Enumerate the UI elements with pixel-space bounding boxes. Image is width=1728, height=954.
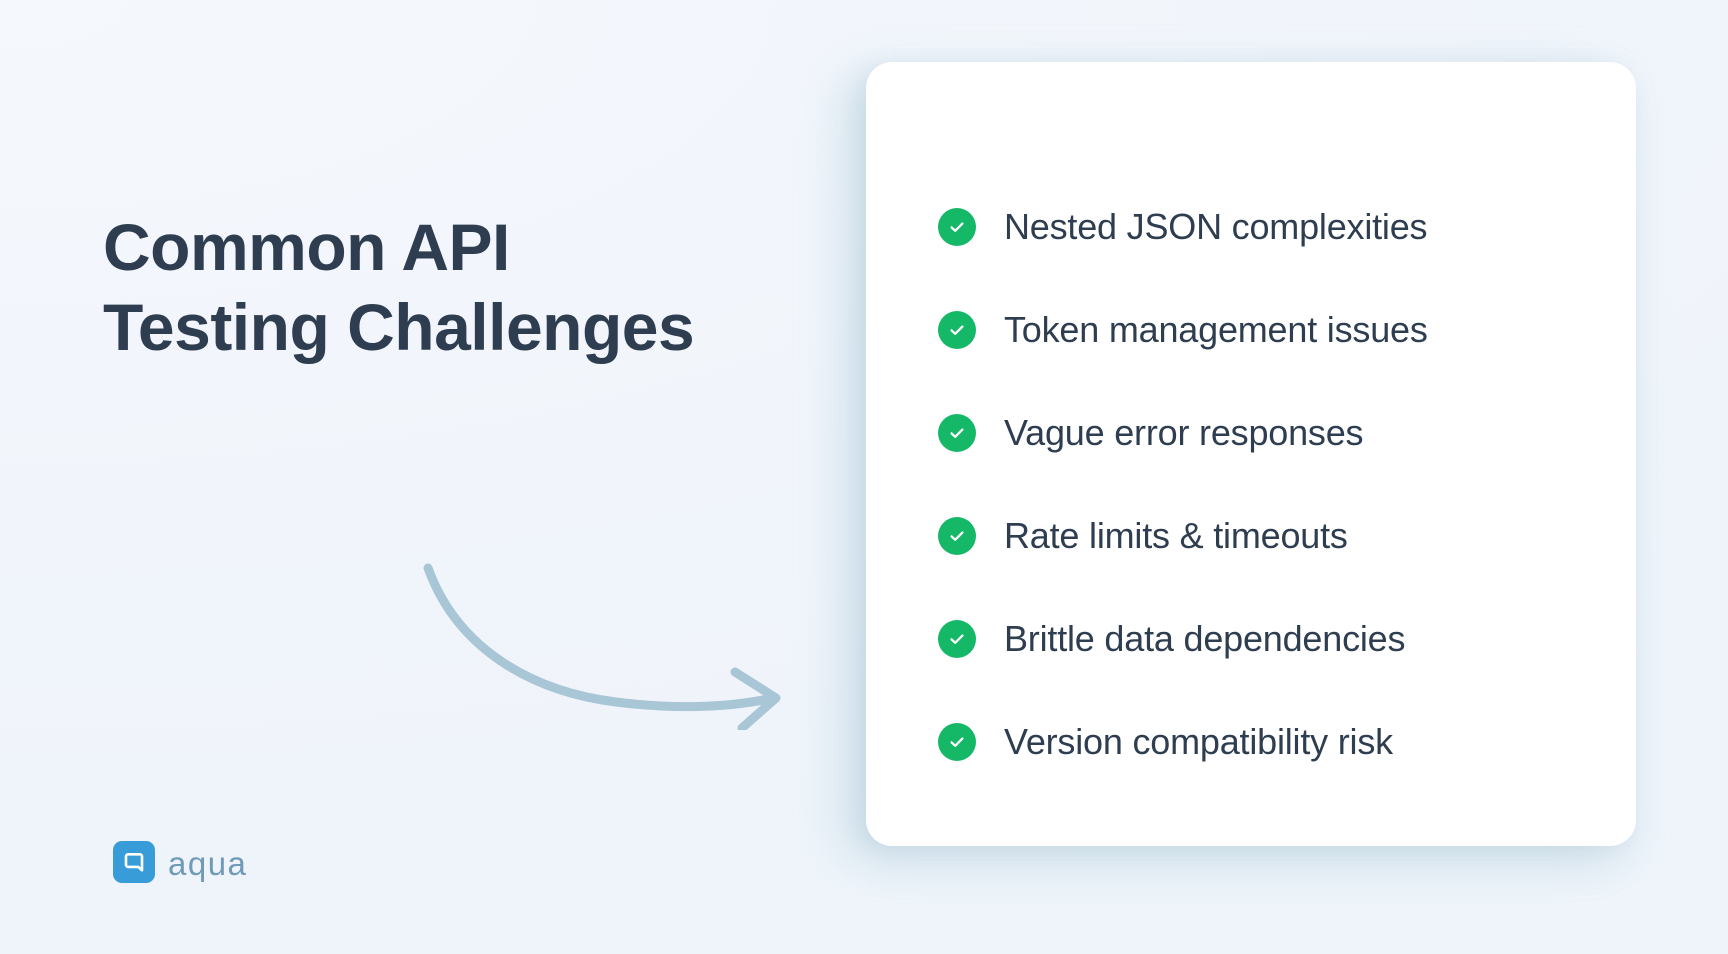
brand-logo[interactable]: aqua xyxy=(113,841,247,883)
list-item: Nested JSON complexities xyxy=(938,175,1596,278)
challenges-list: Nested JSON complexities Token managemen… xyxy=(938,175,1596,793)
aqua-wordmark: aqua xyxy=(168,844,248,882)
challenges-card: Nested JSON complexities Token managemen… xyxy=(866,62,1636,846)
list-item: Brittle data dependencies xyxy=(938,587,1596,690)
left-column: Common API Testing Challenges aqua xyxy=(103,210,781,883)
check-circle-icon xyxy=(938,619,976,658)
check-circle-icon xyxy=(938,722,976,761)
list-item: Rate limits & timeouts xyxy=(938,484,1596,587)
list-item-label: Brittle data dependencies xyxy=(1004,617,1406,659)
page-title: Common API Testing Challenges xyxy=(103,210,695,364)
list-item: Vague error responses xyxy=(938,381,1596,484)
list-item-label: Token management issues xyxy=(1004,308,1428,350)
aqua-logo-mark-icon xyxy=(113,841,155,883)
check-circle-icon xyxy=(938,516,976,555)
list-item: Token management issues xyxy=(938,278,1596,381)
check-circle-icon xyxy=(938,413,976,452)
check-circle-icon xyxy=(938,207,976,246)
check-circle-icon xyxy=(938,310,976,349)
list-item: Version compatibility risk xyxy=(938,690,1596,793)
list-item-label: Vague error responses xyxy=(1004,411,1364,453)
list-item-label: Nested JSON complexities xyxy=(1004,205,1428,247)
curved-arrow-icon xyxy=(423,563,781,730)
list-item-label: Version compatibility risk xyxy=(1004,720,1393,762)
list-item-label: Rate limits & timeouts xyxy=(1004,514,1348,556)
